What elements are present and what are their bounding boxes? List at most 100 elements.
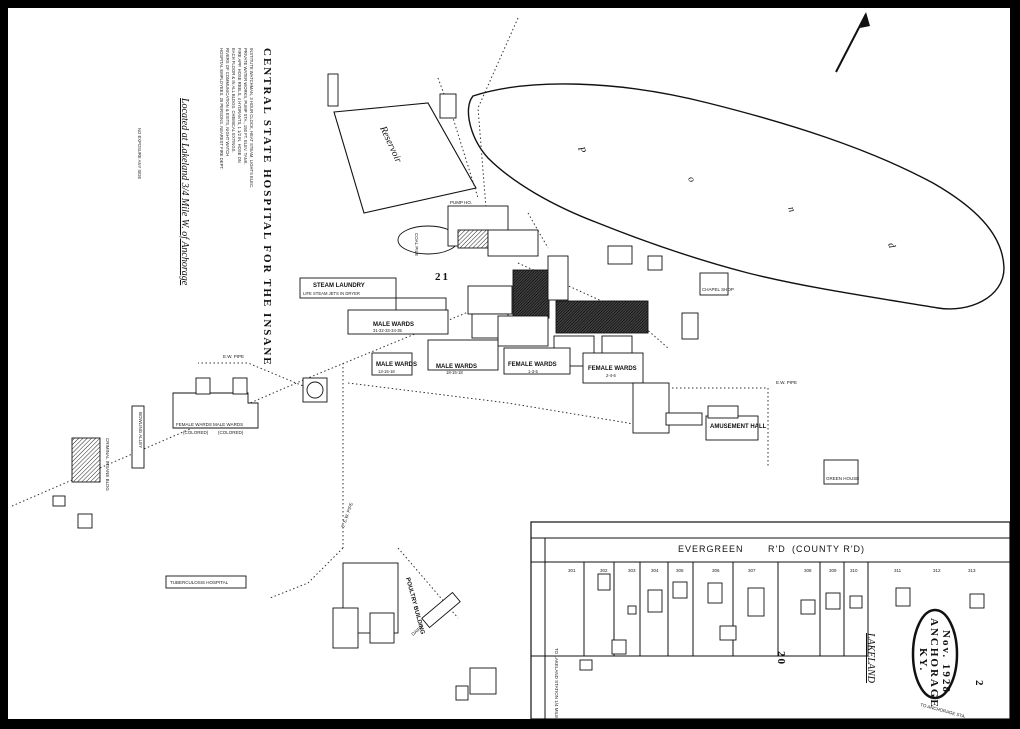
- steam-laundry-sub: LIFE STEAM JETS IN DRYER: [303, 291, 360, 296]
- bowling-label: BOWLING ALLEY: [138, 412, 143, 448]
- building-green-house: [823, 459, 859, 485]
- block-number-21: 21: [435, 271, 450, 283]
- building-chapel: [699, 272, 729, 296]
- building-small: [52, 495, 66, 507]
- lot-number: 306: [712, 568, 720, 573]
- steam-laundry-label: STEAM LAUNDRY: [313, 283, 365, 289]
- chapel-label: CHAPEL SHOP: [702, 287, 734, 292]
- building-small: [607, 245, 633, 265]
- house: [800, 599, 816, 615]
- map-sheet: P o n d Reservoir COAL PILE CENTRAL STAT…: [8, 8, 1010, 719]
- pipe-label: 6" E.W. PIPE: [340, 502, 354, 528]
- north-arrow: [835, 13, 867, 73]
- building-small: [77, 513, 93, 529]
- building-male-wards: [371, 352, 413, 376]
- block-number-20: 20: [775, 651, 787, 666]
- female-wards-label: FEMALE WARDS: [588, 366, 637, 372]
- female-col-label: FEMALE WARDS: [176, 422, 212, 427]
- building-kitchen: [512, 269, 550, 319]
- building-wing: [467, 285, 513, 315]
- pump-house-label: PUMP HO.: [450, 200, 472, 205]
- building-small: [455, 685, 469, 701]
- lot-number: 302: [600, 568, 608, 573]
- building-wing: [497, 315, 549, 347]
- house: [597, 573, 611, 591]
- criminal-label: CRIMINAL INSANE BLDG: [105, 438, 110, 491]
- building-annex: [487, 229, 539, 257]
- sanborn-map: P o n d Reservoir COAL PILE CENTRAL STAT…: [11, 12, 1010, 719]
- lot-number: 307: [748, 568, 756, 573]
- to-anchorage-label: TO ANCHORAGE STA.: [920, 702, 967, 719]
- building-boiler: [457, 229, 489, 249]
- house: [719, 625, 737, 641]
- pipe-line: [198, 362, 309, 389]
- building-small: [647, 255, 663, 271]
- house: [707, 582, 723, 604]
- coal-pile-label: COAL PILE: [414, 233, 419, 256]
- building-female-wards: [503, 347, 571, 375]
- date-stamp: Nov. 1928 ANCHORAGE KY.: [911, 608, 959, 709]
- pond-letter: P: [575, 144, 588, 154]
- building-steam-laundry: [299, 277, 397, 299]
- building-colored-wing: [232, 377, 248, 395]
- male-wards-label: MALE WARDS: [376, 362, 417, 368]
- building-main-hall: [555, 300, 649, 334]
- pipe-label: E.W. PIPE: [776, 380, 797, 385]
- pond-letter: d: [885, 241, 897, 250]
- road-county: (COUNTY R'D): [792, 544, 865, 554]
- house: [969, 593, 985, 609]
- to-lakeland-label: TO LAKELAND STATION 1/4 MILE: [554, 648, 559, 718]
- pipe-label: E.W. PIPE: [223, 354, 244, 359]
- building-small: [327, 73, 339, 107]
- pipe-line: [477, 17, 519, 209]
- stamp-state: KY.: [917, 648, 929, 672]
- building-male-wards: [427, 339, 499, 371]
- pipe-line: [668, 387, 769, 468]
- lot-number: 311: [894, 568, 902, 573]
- location-text: Located at Lakeland 3/4 Mile W. of Ancho…: [179, 97, 190, 286]
- house: [849, 595, 863, 609]
- reservoir-outline: [333, 102, 477, 214]
- female-wards-sub: 1-3-5: [528, 369, 538, 374]
- pond-letter: o: [685, 175, 697, 183]
- stamp-town: ANCHORAGE: [928, 618, 940, 709]
- female-wards-sub: 2-4-6: [606, 373, 616, 378]
- title-desc-line: EACH FLOOR & IN ALL BLDGS. CHEMICAL EXTI…: [231, 48, 236, 153]
- house: [627, 605, 637, 615]
- title-desc-line: PRIVATE WATER WORKS, PUMP STA., 150 FT. …: [243, 48, 248, 165]
- building-small: [665, 412, 703, 426]
- building-male-wards: [347, 309, 449, 335]
- house: [579, 659, 593, 671]
- title-text: CENTRAL STATE HOSPITAL FOR THE INSANE: [261, 48, 273, 367]
- tubercular-label: TUBERCULOSIS HOSPITAL: [170, 580, 229, 585]
- pond-shoreline: [467, 83, 1005, 310]
- pond-letter: n: [785, 205, 797, 213]
- amusement-hall-label: AMUSEMENT HALL: [710, 424, 767, 430]
- building-wing: [547, 255, 569, 301]
- title-desc-line: INSTITUTE WATCHMAN, 3 HOUR CLOCK, HEAT S…: [249, 48, 254, 188]
- title-desc-line: FIRE APP. HOSE REELS, 4 HYDRANTS, 1 1/2 …: [237, 48, 242, 163]
- female-wards-label: FEMALE WARDS: [508, 362, 557, 368]
- house: [647, 589, 663, 613]
- building-colored-wards: [172, 392, 259, 429]
- title-desc-line: HOSPITAL EMPLOYEES. 25 PERSONS. NEAREST …: [219, 48, 224, 170]
- building-colored-wing: [195, 377, 211, 395]
- lot-number: 313: [968, 568, 976, 573]
- house: [895, 587, 911, 607]
- lot-number: 309: [829, 568, 837, 573]
- lot-number: 312: [933, 568, 941, 573]
- water-tank: [306, 381, 324, 399]
- colored-label: (COLORED): [183, 430, 209, 435]
- male-wards-sub: 18-15-18: [446, 370, 463, 375]
- building-tubercular-hospital: [165, 575, 247, 589]
- building-small: [469, 667, 497, 695]
- pipe-line: [347, 382, 669, 434]
- house: [825, 592, 841, 610]
- lot-number: 304: [651, 568, 659, 573]
- road-name: EVERGREEN: [678, 544, 744, 554]
- house: [611, 639, 627, 655]
- lot-number: 305: [676, 568, 684, 573]
- lakeland-label: LAKELAND: [865, 632, 876, 684]
- stamp-date: Nov. 1928: [940, 630, 952, 694]
- exposure-text: NO EXPOSURE ANY SIDE: [137, 128, 142, 179]
